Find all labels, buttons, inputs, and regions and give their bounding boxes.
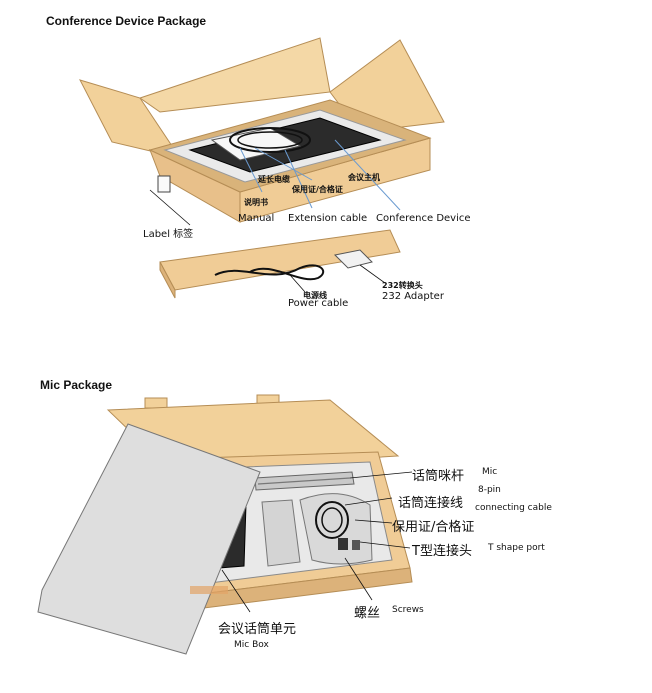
ext-zh-label: 延长电缆 <box>258 175 290 184</box>
screws-en-label: Screws <box>392 605 424 615</box>
mic-package-title: Mic Package <box>40 378 113 392</box>
ext-en-label: Extension cable <box>288 213 368 224</box>
adapter-en-label: 232 Adapter <box>382 291 444 302</box>
cable-en2-label: connecting cable <box>475 503 552 513</box>
box-zh-label: 会议话筒单元 <box>218 622 297 637</box>
mic-zh-label: 话筒咪杆 <box>412 469 465 484</box>
mic-en-label: Mic <box>482 467 498 477</box>
box-en-label: Mic Box <box>234 640 269 650</box>
warranty-zh-label: 保用证/合格证 <box>292 185 343 194</box>
power-zh-label: 电源线 <box>303 291 327 300</box>
tport-zh-label: T型连接头 <box>412 544 472 559</box>
mic-warranty-zh-label: 保用证/合格证 <box>392 520 475 535</box>
device-zh-label: 会议主机 <box>348 173 380 182</box>
cable-en1-label: 8-pin <box>478 485 501 495</box>
tport-en-label: T shape port <box>488 543 545 553</box>
manual-en-label: Manual <box>238 213 275 224</box>
cable-zh-label: 话筒连接线 <box>398 496 464 511</box>
screws-zh-label: 螺丝 <box>354 606 381 621</box>
device-en-label: Conference Device <box>376 213 471 224</box>
conference-package-title: Conference Device Package <box>46 14 207 28</box>
manual-zh-label: 说明书 <box>244 198 268 207</box>
adapter-zh-label: 232转换头 <box>382 281 423 290</box>
power-en-label: Power cable <box>288 298 349 309</box>
label-tag-label: Label 标签 <box>143 229 194 240</box>
